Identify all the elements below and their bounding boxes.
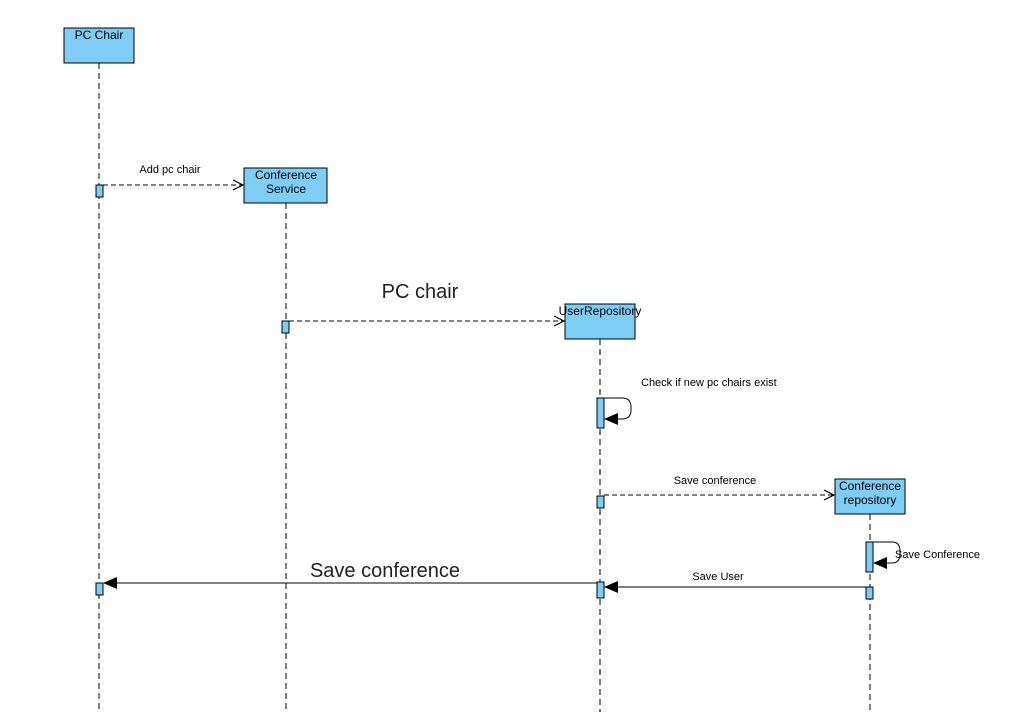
activation-bar — [596, 397, 605, 429]
activation-bar — [865, 541, 874, 573]
message-check-pc-chairs-label: Check if new pc chairs exist — [641, 377, 777, 389]
message-save-conference-self-arrow — [873, 541, 901, 569]
participant-label-line1: Conference — [839, 479, 901, 493]
message-check-pc-chairs-arrow — [604, 397, 632, 425]
message-pc-chair-label: PC chair — [382, 281, 459, 303]
message-save-conference-return-label: Save conference — [310, 560, 460, 582]
message-save-conference-create-label: Save conference — [674, 475, 757, 487]
participant-label: PC Chair — [75, 28, 124, 42]
participant-user-repository[interactable]: UserRepository — [559, 303, 642, 340]
activation-bar — [95, 184, 104, 198]
activation-bar — [865, 586, 874, 600]
message-save-user-label: Save User — [692, 571, 744, 583]
participant-label-line2: repository — [844, 493, 897, 507]
participant-conference-repository[interactable]: Conference repository — [834, 478, 906, 515]
activation-bar — [281, 320, 290, 334]
activation-bar — [596, 581, 605, 599]
activation-bar — [596, 495, 605, 509]
participant-conference-service[interactable]: Conference Service — [243, 167, 328, 204]
message-save-conference-self-label: Save Conference — [895, 549, 980, 561]
participant-label-line1: Conference — [255, 168, 317, 182]
participant-label-line2: Service — [266, 182, 306, 196]
participant-label: UserRepository — [559, 304, 642, 318]
activation-bar — [95, 582, 104, 596]
participant-pc-chair[interactable]: PC Chair — [63, 27, 135, 64]
message-add-pc-chair-label: Add pc chair — [139, 164, 200, 176]
